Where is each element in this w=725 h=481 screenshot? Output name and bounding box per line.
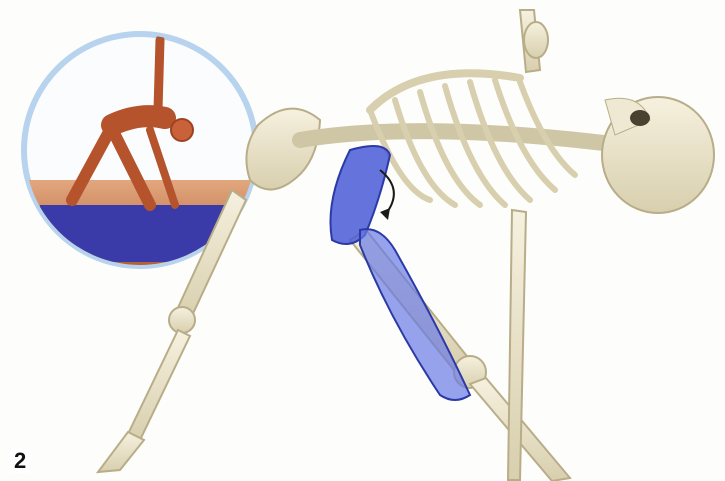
foot-left — [98, 432, 144, 472]
rectus-muscle — [360, 229, 470, 400]
tibia-left — [128, 330, 190, 440]
highlighted-muscles — [330, 146, 470, 400]
figure-number: 2 — [10, 449, 30, 473]
inset-circle — [20, 34, 270, 280]
skull — [602, 97, 714, 213]
pelvis — [246, 109, 320, 190]
